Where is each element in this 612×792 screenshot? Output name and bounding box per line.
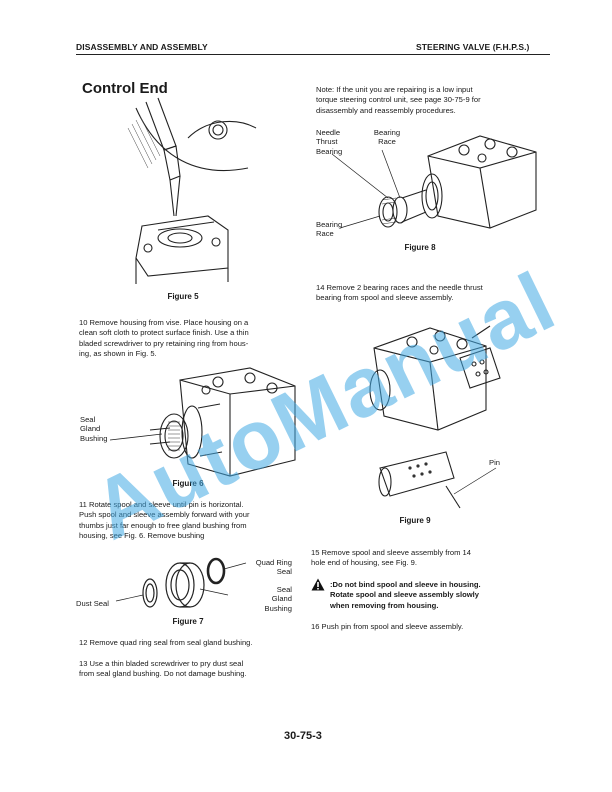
- figure-7-illustration: [115, 557, 247, 608]
- step-10-line-4: ing, as shown in Fig. 5.: [79, 349, 157, 359]
- page-number: 30-75-3: [284, 730, 322, 742]
- step-10-text: 10 Remove housing from vise. Place housi…: [79, 318, 249, 360]
- figure-7-label-dust-seal: Dust Seal: [76, 599, 109, 608]
- figure-9-label-pin: Pin: [489, 458, 500, 467]
- warning-line-1: :Do not bind spool and sleeve in housing…: [330, 580, 481, 589]
- figure-5-caption: Figure 5: [167, 292, 199, 301]
- figure-9-illustration: [369, 325, 501, 509]
- note-line-1: Note: If the unit you are repairing is a…: [316, 85, 473, 94]
- step-13-line-2: from seal gland bushing. Do not damage b…: [79, 669, 247, 679]
- figure-7-label-gland-line-3: Bushing: [264, 603, 292, 613]
- figure-6-illustration: [109, 367, 296, 477]
- figure-8-caption: Figure 8: [404, 243, 436, 252]
- note-line-2: torque steering control unit, see page 3…: [316, 95, 481, 105]
- step-10-line-1: 10 Remove housing from vise. Place housi…: [79, 318, 249, 327]
- step-10-line-3: bladed screwdriver to pry retaining ring…: [79, 338, 249, 348]
- figure-6-caption: Figure 6: [172, 479, 204, 488]
- figure-8-label-race-top-line-1: Bearing: [373, 128, 401, 137]
- step-11-text: 11 Rotate spool and sleeve until pin is …: [79, 500, 250, 542]
- figure-7-label-gland-line-1: Seal: [276, 585, 292, 594]
- figure-8-label-needle-thrust-bearing: Needle Thrust Bearing: [316, 128, 342, 156]
- step-13-line-1: 13 Use a thin bladed screwdriver to pry …: [79, 659, 244, 668]
- note-text: Note: If the unit you are repairing is a…: [316, 85, 481, 116]
- figure-8-label-needle-line-3: Bearing: [316, 146, 343, 156]
- header-rule: [76, 54, 550, 55]
- step-11-line-3: thumbs just far enough to free gland bus…: [79, 520, 247, 530]
- warning-line-3: when removing from housing.: [330, 600, 439, 610]
- step-11-line-4: housing, see Fig. 6. Remove bushing: [79, 531, 205, 541]
- section-title: Control End: [82, 80, 168, 97]
- figure-6-label-seal-gland-bushing: Seal Gland Bushing: [80, 415, 107, 443]
- figure-8-label-race-bot-line-2: Race: [316, 229, 334, 239]
- step-14-line-1: 14 Remove 2 bearing races and the needle…: [316, 283, 483, 292]
- header-left: DISASSEMBLY AND ASSEMBLY: [76, 42, 208, 52]
- figure-5-illustration: [127, 97, 257, 284]
- step-12-text: 12 Remove quad ring seal from seal gland…: [79, 638, 253, 647]
- figure-9-caption: Figure 9: [399, 516, 431, 525]
- figure-8-label-race-top-line-2: Race: [378, 137, 396, 147]
- step-15-line-1: 15 Remove spool and sleeve assembly from…: [311, 548, 471, 557]
- figure-7-label-quad-ring-seal: Quad Ring Seal: [246, 558, 292, 577]
- step-14-line-2: bearing from spool and sleeve assembly.: [316, 293, 454, 303]
- step-11-line-1: 11 Rotate spool and sleeve until pin is …: [79, 500, 244, 509]
- figure-6-label-line-2: Gland: [80, 424, 101, 434]
- step-11-line-2: Push spool and sleeve assembly forward w…: [79, 510, 250, 520]
- figure-7-caption: Figure 7: [172, 617, 204, 626]
- step-10-line-2: clean soft cloth to protect surface fini…: [79, 328, 249, 338]
- warning-text: :Do not bind spool and sleeve in housing…: [330, 580, 481, 611]
- step-13-text: 13 Use a thin bladed screwdriver to pry …: [79, 659, 247, 680]
- figure-6-label-line-1: Seal: [80, 415, 96, 424]
- figure-7-label-quad-line-2: Seal: [276, 567, 292, 577]
- warning-icon: [311, 578, 325, 591]
- step-14-text: 14 Remove 2 bearing races and the needle…: [316, 283, 483, 304]
- figure-8-illustration: [331, 135, 537, 229]
- figure-6-label-line-3: Bushing: [80, 433, 108, 443]
- figure-7-label-quad-line-1: Quad Ring: [255, 558, 292, 567]
- warning-line-2: Rotate spool and sleeve assembly slowly: [330, 590, 479, 600]
- note-line-3: disassembly and reassembly procedures.: [316, 105, 456, 115]
- figure-8-label-needle-line-1: Needle: [316, 128, 341, 137]
- figure-8-label-bearing-race-top: Bearing Race: [370, 128, 404, 147]
- step-15-text: 15 Remove spool and sleeve assembly from…: [311, 548, 471, 569]
- figure-8-label-needle-line-2: Thrust: [316, 137, 338, 147]
- step-15-line-2: hole end of housing, see Fig. 9.: [311, 558, 417, 568]
- header-right: STEERING VALVE (F.H.P.S.): [416, 42, 530, 52]
- figure-7-label-gland-line-2: Gland: [271, 594, 292, 604]
- figure-8-label-race-bot-line-1: Bearing: [316, 220, 343, 229]
- figure-7-label-seal-gland-bushing: Seal Gland Bushing: [246, 585, 292, 613]
- step-16-text: 16 Push pin from spool and sleeve assemb…: [311, 622, 464, 631]
- figure-8-label-bearing-race-bottom: Bearing Race: [316, 220, 342, 239]
